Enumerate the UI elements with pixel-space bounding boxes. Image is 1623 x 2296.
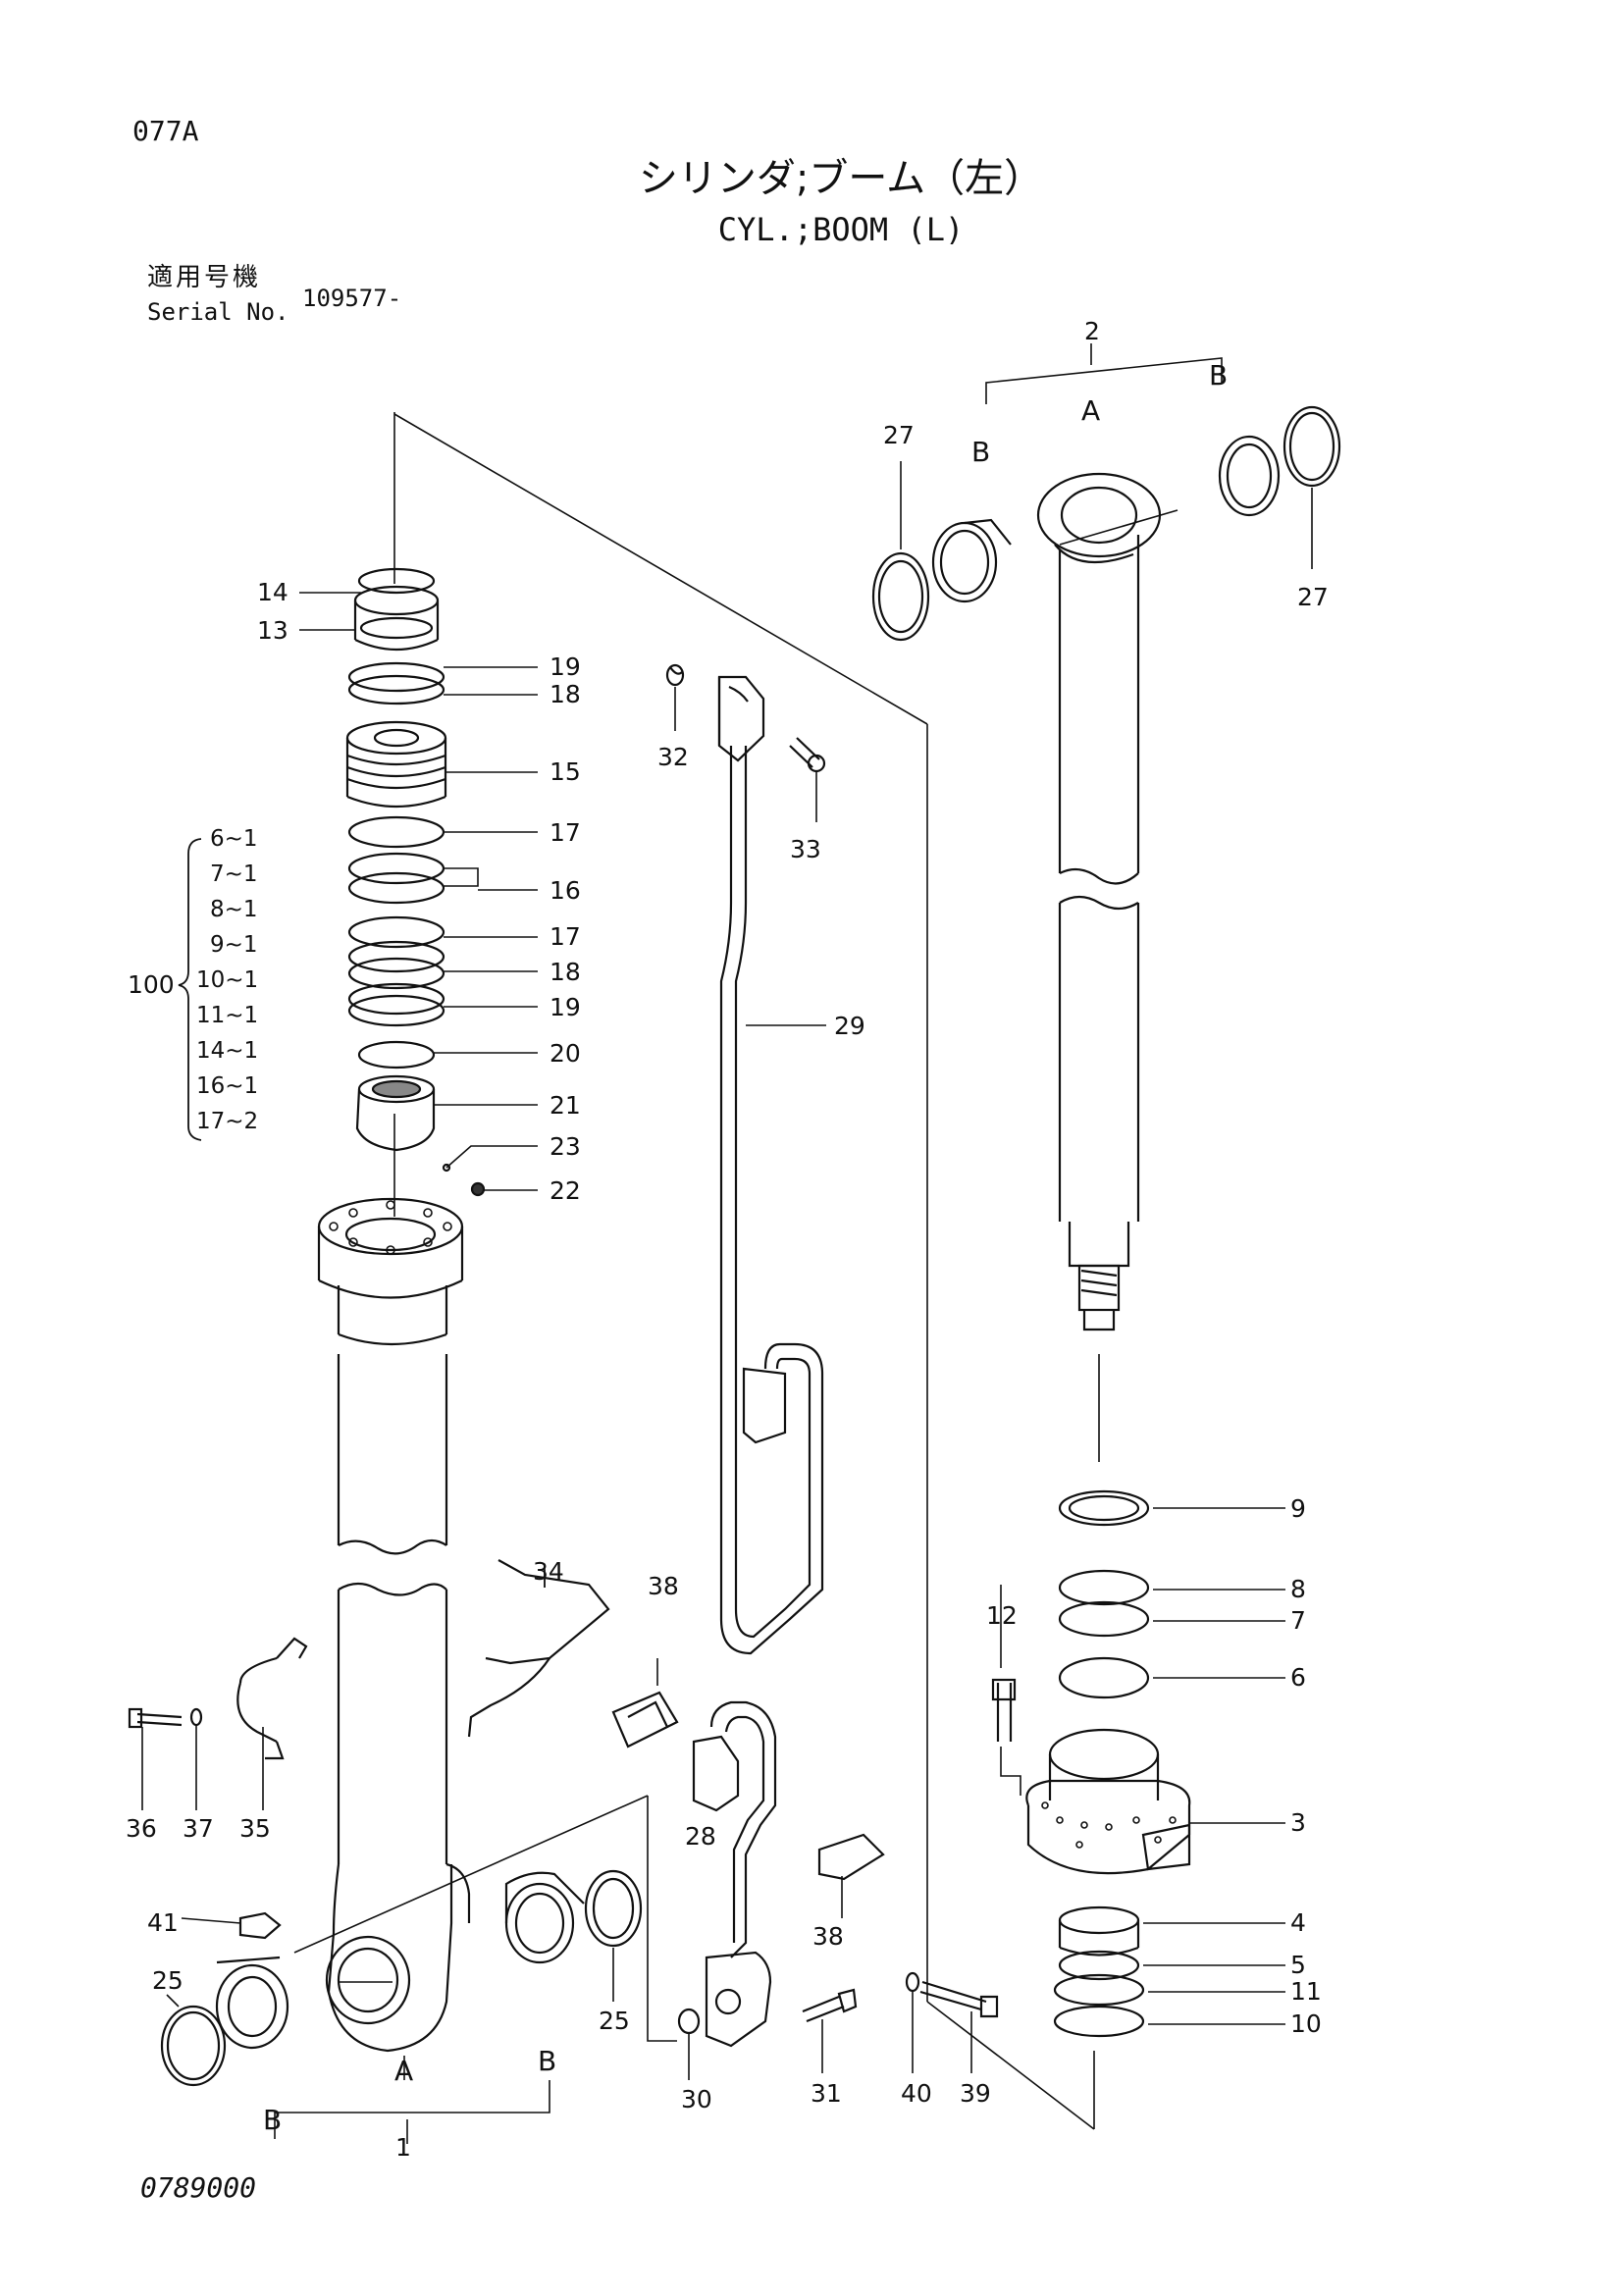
bottom-pin-parts (160, 1795, 677, 2087)
title-japanese: シリンダ;ブーム（左） (638, 156, 1044, 201)
kit-item: 7~1 (210, 861, 258, 887)
callout-19: 19 (550, 993, 581, 1021)
callout-B-rod-left: B (971, 436, 990, 468)
callout-25: 25 (152, 1966, 183, 1995)
callout-30: 30 (681, 2085, 712, 2113)
cylinder-tube-part (317, 414, 471, 2053)
callout-10: 10 (1290, 2009, 1322, 2038)
callout-numbers: 14 13 19 18 15 17 16 17 18 19 20 21 23 2… (126, 317, 1329, 2162)
callout-1: 1 (395, 2133, 411, 2162)
callout-28: 28 (685, 1822, 716, 1851)
callout-27: 27 (1297, 583, 1329, 611)
callout-2: 2 (1084, 317, 1100, 345)
callout-leaders (141, 461, 1313, 2144)
callout-14: 14 (257, 578, 288, 606)
callout-16: 16 (550, 876, 581, 905)
callout-15: 15 (550, 757, 581, 786)
serial-label-japanese: 適用号機 (147, 263, 262, 292)
callout-A-rod: A (1081, 394, 1100, 427)
callout-17: 17 (550, 922, 581, 951)
seal-kit-group: 100 6~1 7~1 8~1 9~1 10~1 11~1 14~1 16~1 … (128, 826, 258, 1141)
callout-12: 12 (986, 1601, 1018, 1630)
callout-3: 3 (1290, 1808, 1306, 1837)
callout-18: 18 (550, 958, 581, 986)
callout-4: 4 (1290, 1908, 1306, 1937)
serial-label-english: Serial No. (147, 298, 289, 326)
callout-39: 39 (960, 2079, 991, 2108)
rod-head-parts (991, 1489, 1191, 2038)
kit-item: 10~1 (196, 967, 258, 993)
callout-40: 40 (901, 2079, 932, 2108)
callout-6: 6 (1290, 1663, 1306, 1692)
callout-25: 25 (599, 2007, 630, 2035)
drawing-number: 0789000 (140, 2171, 257, 2204)
callout-38: 38 (812, 1922, 844, 1951)
kit-item: 16~1 (196, 1073, 258, 1099)
kit-item: 6~1 (210, 826, 258, 852)
callout-34: 34 (533, 1557, 564, 1586)
kit-item: 14~1 (196, 1038, 258, 1064)
callout-5: 5 (1290, 1951, 1306, 1979)
callout-21: 21 (550, 1091, 581, 1120)
callout-31: 31 (811, 2079, 842, 2108)
callout-13: 13 (257, 616, 288, 645)
kit-item: 11~1 (196, 1003, 258, 1028)
callout-20: 20 (550, 1039, 581, 1068)
seal-stack-parts (345, 567, 486, 1197)
callout-17: 17 (550, 818, 581, 847)
pipe-parts (128, 663, 999, 2048)
callout-38: 38 (648, 1572, 679, 1600)
callout-18: 18 (550, 680, 581, 708)
kit-item: 8~1 (210, 897, 258, 922)
callout-35: 35 (239, 1814, 271, 1843)
kit-item: 17~2 (196, 1109, 258, 1134)
kit-item: 9~1 (210, 932, 258, 958)
kit-number: 100 (128, 970, 175, 999)
callout-33: 33 (790, 835, 821, 863)
callout-27: 27 (883, 421, 915, 449)
callout-B-rod-right: B (1209, 359, 1228, 391)
callout-B-tube-left: B (263, 2104, 282, 2136)
callout-B-tube-right: B (538, 2045, 556, 2077)
callout-8: 8 (1290, 1575, 1306, 1603)
title-english: CYL.;BOOM (L) (717, 211, 965, 248)
piston-rod-part (871, 343, 1341, 1331)
callout-A-tube: A (394, 2055, 413, 2087)
callout-7: 7 (1290, 1606, 1306, 1635)
callout-36: 36 (126, 1814, 157, 1843)
callout-9: 9 (1290, 1494, 1306, 1523)
callout-11: 11 (1290, 1977, 1322, 2006)
callout-41: 41 (147, 1908, 179, 1937)
callout-22: 22 (550, 1176, 581, 1205)
serial-number-value: 109577- (302, 285, 402, 312)
callout-37: 37 (183, 1814, 214, 1843)
page-code: 077A (132, 115, 199, 147)
callout-19: 19 (550, 652, 581, 681)
assembly-leader-lines (393, 412, 1100, 2130)
callout-29: 29 (834, 1012, 865, 1040)
callout-32: 32 (657, 743, 689, 771)
callout-23: 23 (550, 1132, 581, 1161)
